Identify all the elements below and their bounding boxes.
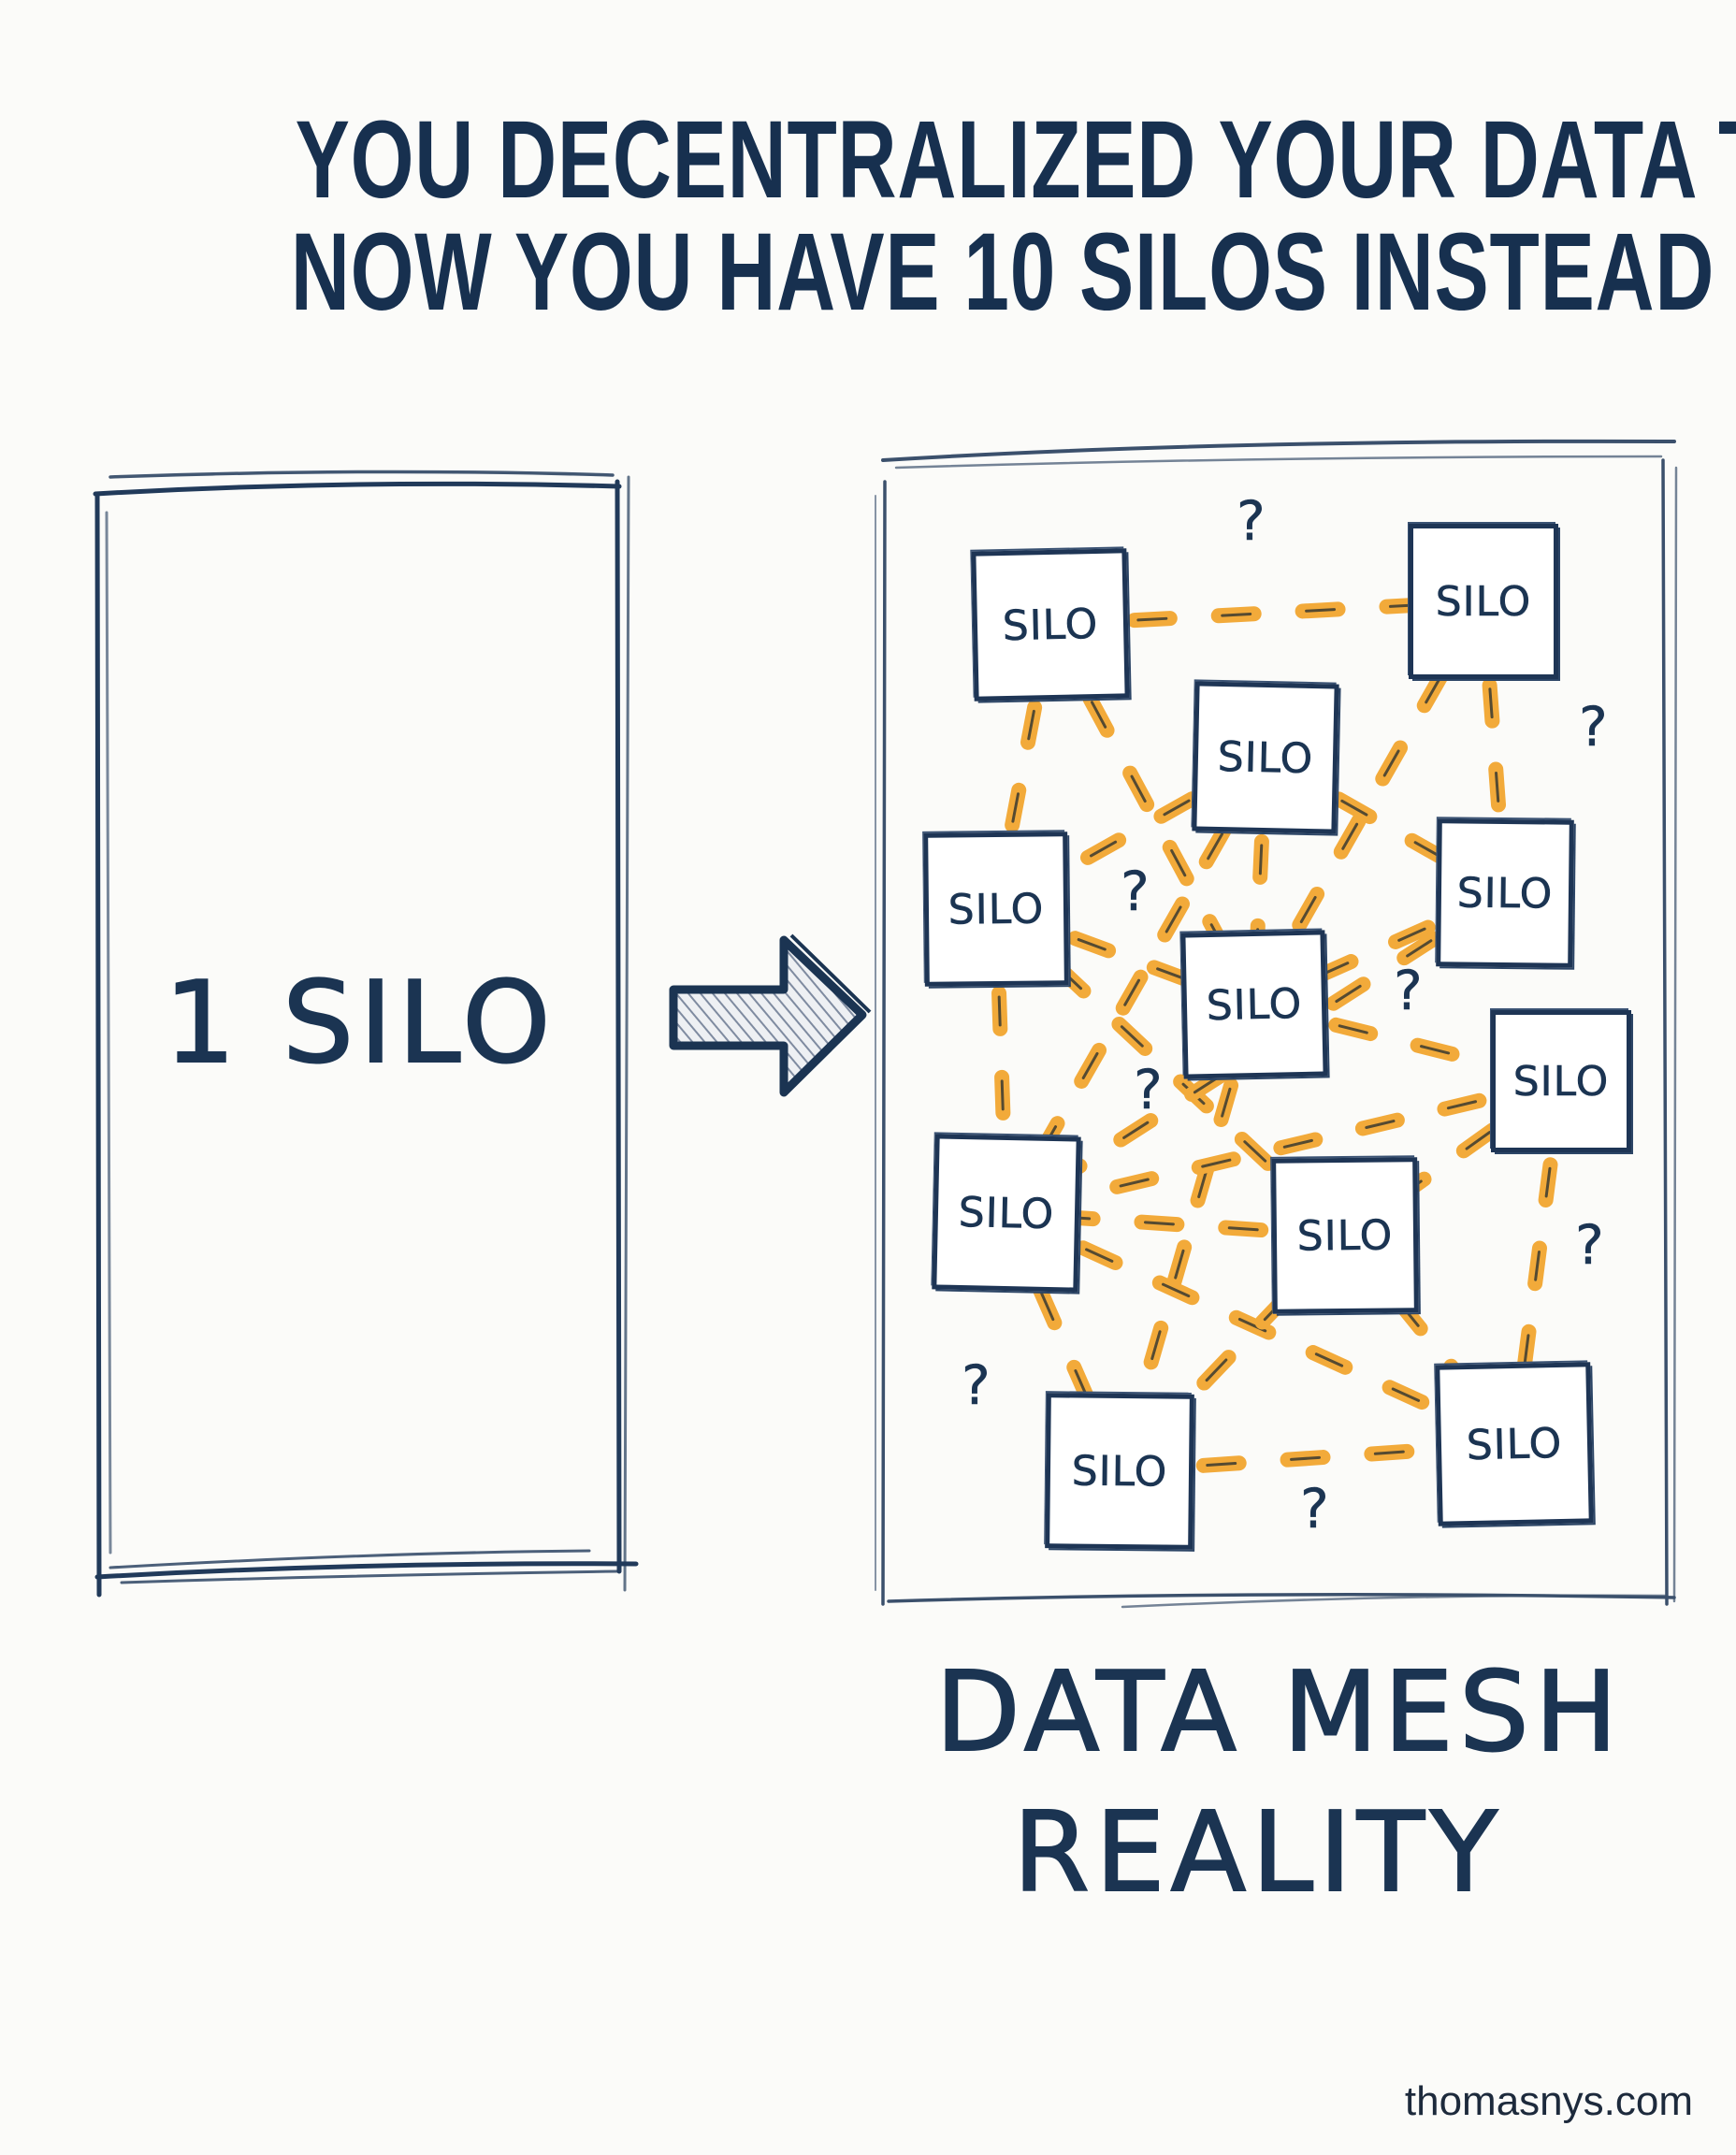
- silo-label: SILO: [1217, 732, 1314, 783]
- question-mark-icon: ?: [1237, 489, 1266, 553]
- silo-box: SILO: [971, 548, 1130, 701]
- silo-box: SILO: [1491, 1010, 1631, 1152]
- silo-label: SILO: [948, 884, 1045, 934]
- question-mark-icon: ?: [1121, 860, 1150, 923]
- right-arrow-icon: [669, 933, 872, 1097]
- silo-box: SILO: [1436, 818, 1574, 968]
- caption-line-1: DATA MESH: [934, 1647, 1624, 1776]
- silo-label: SILO: [1206, 979, 1303, 1030]
- silo-label: SILO: [958, 1188, 1055, 1238]
- silo-box: SILO: [923, 832, 1069, 987]
- headline-line-2: NOW YOU HAVE 10 SILOS INSTEAD OF 1.: [0, 217, 1736, 327]
- big-silo-label: 1 SILO: [163, 959, 557, 1089]
- silo-box: SILO: [1192, 681, 1339, 834]
- silo-label: SILO: [1435, 577, 1532, 626]
- question-mark-icon: ?: [1579, 695, 1608, 759]
- silo-label: SILO: [1071, 1446, 1168, 1497]
- silo-box: SILO: [1435, 1362, 1594, 1526]
- silo-box: SILO: [1180, 930, 1328, 1079]
- silo-box: SILO: [1045, 1393, 1194, 1550]
- question-mark-icon: ?: [1134, 1058, 1163, 1121]
- silo-box: SILO: [1271, 1157, 1419, 1314]
- question-mark-icon: ?: [1300, 1477, 1329, 1540]
- silo-label: SILO: [1512, 1057, 1610, 1106]
- question-mark-icon: ?: [1394, 959, 1423, 1022]
- question-mark-icon: ?: [962, 1353, 991, 1417]
- headline-line-2-text: NOW YOU HAVE 10 SILOS INSTEAD OF 1.: [290, 210, 1736, 334]
- silo-label: SILO: [1466, 1419, 1563, 1469]
- headline-line-1-text: YOU DECENTRALIZED YOUR DATA TEAM.: [295, 98, 1736, 222]
- silo-label: SILO: [1456, 868, 1554, 918]
- silo-box: SILO: [932, 1134, 1081, 1293]
- watermark[interactable]: thomasnys.com: [1404, 2078, 1693, 2124]
- silo-label: SILO: [1296, 1210, 1394, 1261]
- question-mark-icon: ?: [1575, 1213, 1604, 1277]
- headline-line-1: YOU DECENTRALIZED YOUR DATA TEAM.: [0, 105, 1736, 215]
- caption-line-2: REALITY: [1012, 1787, 1503, 1916]
- silo-label: SILO: [1002, 600, 1099, 650]
- silo-box: SILO: [1409, 524, 1558, 679]
